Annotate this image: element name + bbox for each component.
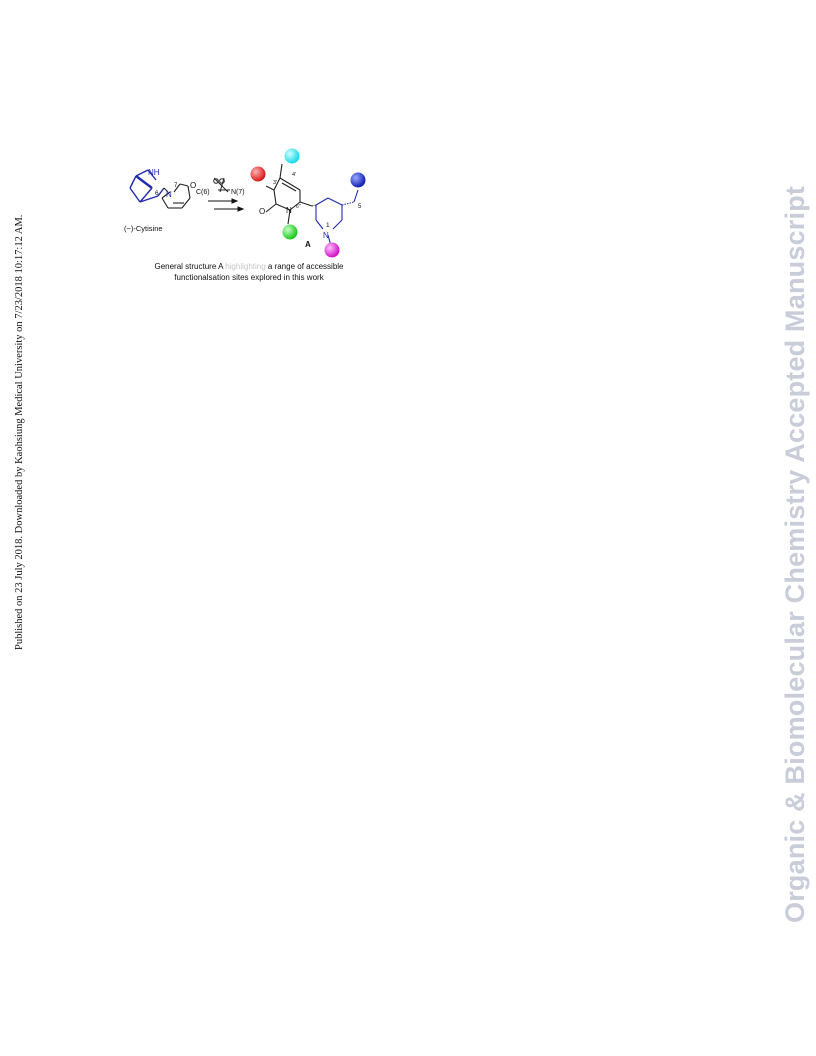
scheme-drawing: NH N O 6 7 C(6) N(7): [129, 148, 366, 258]
pyridone-ring: [265, 163, 313, 225]
piperidine-ring: [315, 189, 359, 247]
position-6-label: 6: [155, 190, 159, 197]
blue-ball-icon: [350, 172, 366, 188]
cytisine-structure: [129, 169, 165, 203]
position-3pp-label: 3': [273, 180, 277, 186]
o-label: O: [190, 181, 196, 190]
caption-highlight: highlighting: [225, 262, 266, 271]
position-5-label: 5: [358, 204, 362, 210]
pyridone-n-label: N: [286, 206, 292, 215]
caption-part-1: General structure A: [154, 262, 226, 271]
download-stamp: Published on 23 July 2018. Downloaded by…: [14, 120, 25, 650]
carbonyl-o-label: O: [259, 207, 265, 216]
figure-caption: General structure A highlighting a range…: [118, 262, 380, 283]
scissors-icon: [213, 177, 230, 193]
position-6pp-label: 6'': [296, 204, 301, 210]
download-stamp-text: Published on 23 July 2018. Downloaded by…: [14, 214, 25, 650]
n-label: N: [166, 190, 172, 199]
position-7-label: 7: [174, 183, 178, 189]
position-1-label: 1: [326, 222, 330, 229]
nh-label: NH: [148, 168, 160, 177]
piperidine-n-label: N: [323, 231, 329, 240]
caption-part-2: a range of accessible: [265, 262, 344, 271]
magenta-ball-icon: [324, 242, 340, 258]
bond-label-c6: C(6): [196, 189, 210, 196]
caption-line-2: functionalsation sites explored in this …: [174, 272, 324, 282]
journal-watermark: Organic & Biomolecular Chemistry Accepte…: [780, 125, 810, 925]
red-ball-icon: [250, 166, 266, 182]
position-4pp-label: 4': [292, 172, 296, 178]
cyan-ball-icon: [284, 148, 300, 164]
reaction-arrows: [208, 198, 245, 212]
structure-a-label: A: [305, 240, 311, 249]
caption-line-1: General structure A highlighting a range…: [118, 262, 380, 273]
green-ball-icon: [282, 224, 298, 240]
cytisine-label: (−)-Cytisine: [124, 224, 163, 233]
reaction-scheme: NH N O 6 7 C(6) N(7): [118, 140, 380, 290]
bond-label-n7: N(7): [231, 189, 245, 196]
journal-watermark-text: Organic & Biomolecular Chemistry Accepte…: [780, 185, 810, 923]
